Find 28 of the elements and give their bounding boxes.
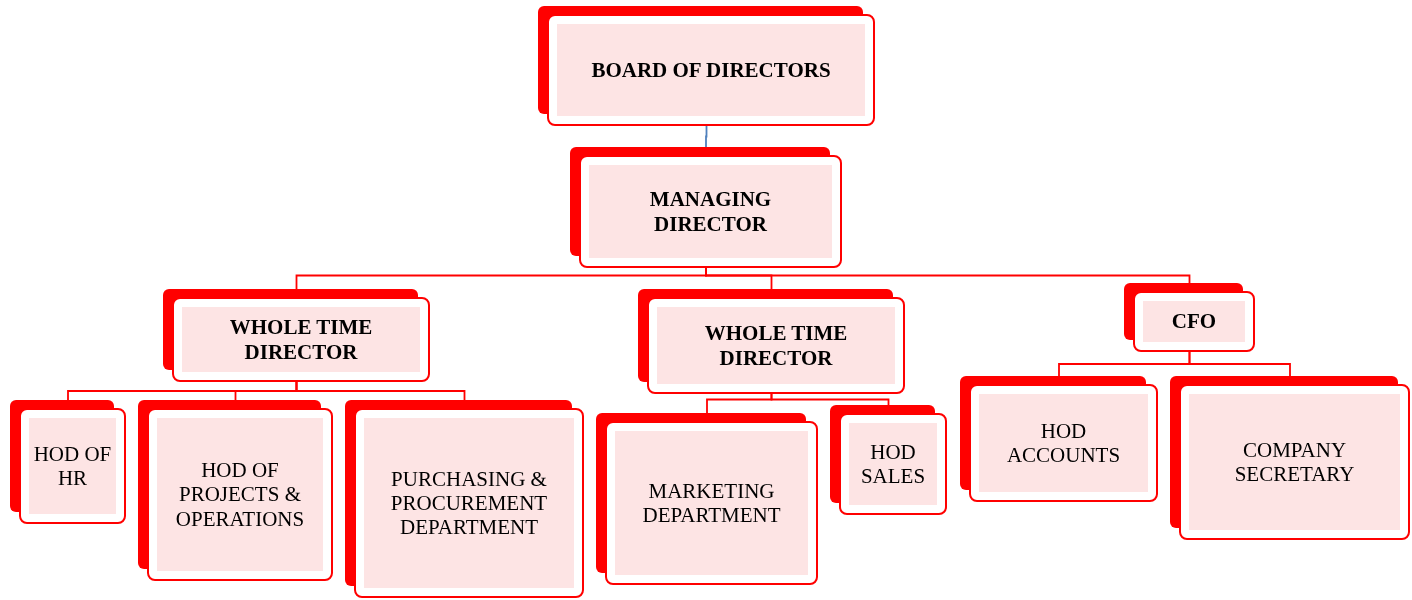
position-title: MANAGING DIRECTOR	[648, 187, 773, 236]
org-chart-box	[1124, 283, 1255, 352]
position-title: CFO	[1170, 309, 1218, 334]
position-title: WHOLE TIME DIRECTOR	[228, 315, 374, 364]
position-title: HOD ACCOUNTS	[1005, 418, 1122, 468]
connector-line	[770, 393, 890, 406]
org-chart-box	[345, 400, 584, 598]
org-chart-box	[570, 147, 842, 268]
org-chart-box	[538, 6, 875, 126]
org-chart-box	[10, 400, 126, 524]
org-chart-box	[596, 413, 818, 585]
position-title: HOD OF PROJECTS & OPERATIONS	[174, 458, 306, 531]
org-chart-box	[163, 289, 430, 382]
position-title: BOARD OF DIRECTORS	[590, 57, 832, 83]
position-title: MARKETING DEPARTMENT	[641, 478, 782, 528]
position-title: COMPANY SECRETARY	[1233, 437, 1356, 487]
connector-line	[295, 381, 466, 401]
connector-line	[705, 125, 708, 148]
position-title: WHOLE TIME DIRECTOR	[703, 321, 849, 370]
org-chart-box	[830, 405, 947, 515]
position-title: PURCHASING & PROCUREMENT DEPARTMENT	[389, 466, 549, 540]
position-title: HOD SALES	[859, 439, 927, 489]
org-chart-box	[960, 376, 1158, 502]
org-chart-box	[138, 400, 333, 581]
position-title: HOD OF HR	[32, 441, 113, 491]
connector-line	[1188, 351, 1291, 377]
org-chart-box	[1170, 376, 1410, 540]
org-chart-box	[638, 289, 905, 394]
